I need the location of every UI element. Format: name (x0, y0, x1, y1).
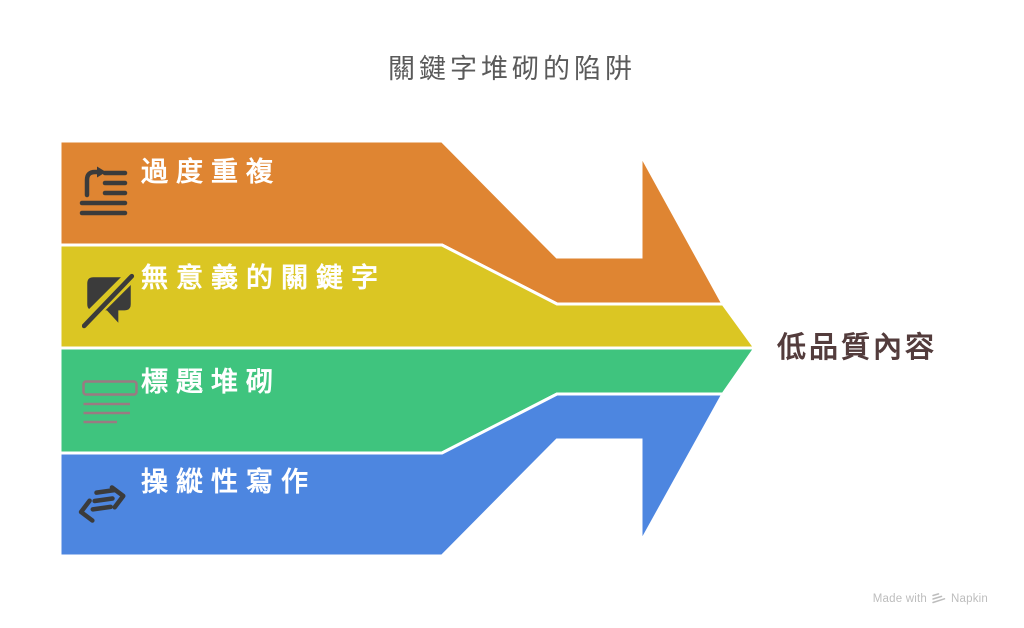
watermark-prefix: Made with (872, 592, 927, 605)
arrowhead (97, 166, 106, 178)
repeat-lines-icon (79, 166, 128, 216)
watermark-brand: Napkin (951, 592, 988, 605)
page-title: 關鍵字堆砌的陷阱 (388, 54, 636, 84)
slash-line (82, 273, 135, 329)
napkin-watermark: Made with Napkin (873, 592, 988, 605)
band-label-meaningless-keywords: 無意義的關鍵字 (141, 263, 386, 293)
code-lines-icon (78, 485, 126, 523)
result-label: 低品質內容 (777, 332, 938, 364)
heading-lines-icon (82, 380, 138, 424)
band-label-title-stuffing: 標題堆砌 (141, 367, 281, 397)
band-shape-manipulative-writing (58, 392, 726, 558)
band-label-manipulative-writing: 操縱性寫作 (141, 467, 316, 497)
band-label-excessive-repetition: 過度重複 (141, 157, 281, 187)
napkin-logo-icon (932, 593, 946, 604)
comment-slash-icon (82, 271, 136, 329)
